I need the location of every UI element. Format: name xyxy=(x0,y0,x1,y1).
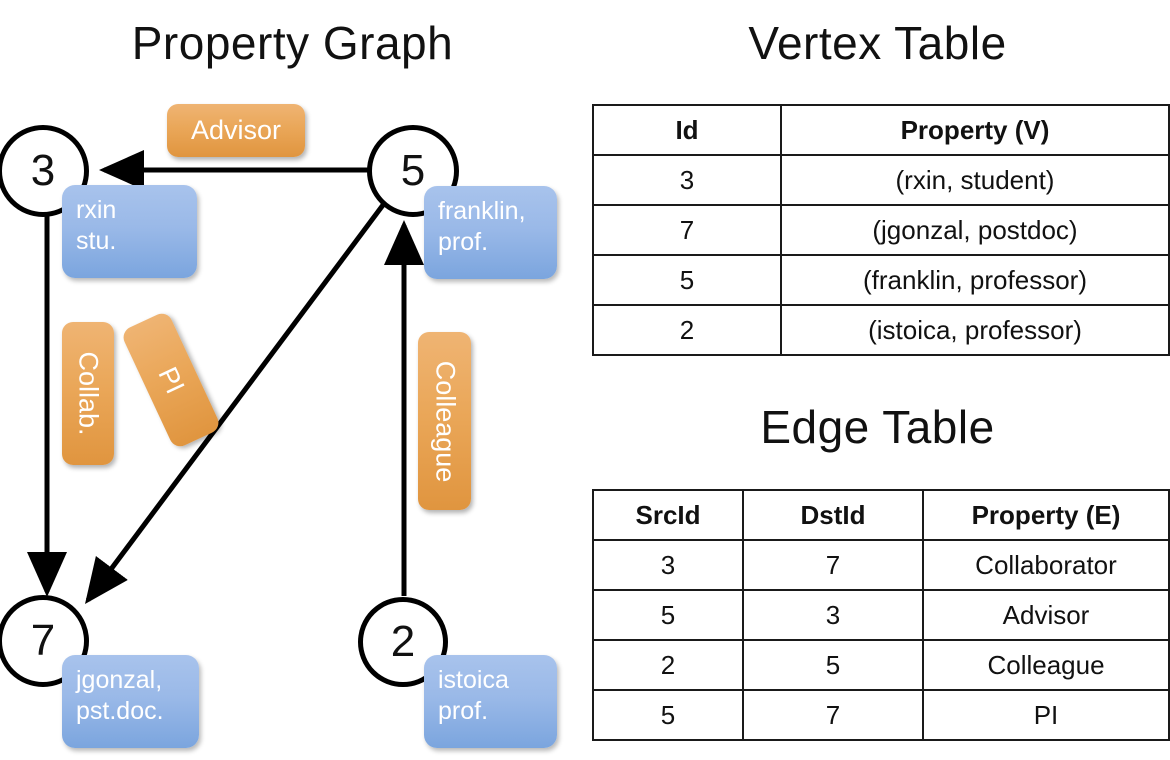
vertex-row-0-property: (rxin, student) xyxy=(780,154,1170,206)
vertex-row-2-property: (franklin, professor) xyxy=(780,254,1170,306)
graph-node-2[interactable]: 2 xyxy=(358,597,448,687)
graph-node-3-label: 3 xyxy=(30,146,56,195)
edge-label-advisor[interactable]: Advisor xyxy=(167,104,305,157)
edge-row-0-dstid: 7 xyxy=(742,539,924,591)
graph-node-2-label: 2 xyxy=(390,617,416,666)
edge-5-to-7 xyxy=(85,203,386,605)
vertex-row-3-id: 2 xyxy=(592,304,782,356)
table-row[interactable]: 2 (istoica, professor) xyxy=(592,304,1170,356)
edge-row-2-dstid: 5 xyxy=(742,639,924,691)
vertex-property-box-istoica[interactable]: istoica prof. xyxy=(424,655,557,748)
table-row[interactable]: 3 7 Collaborator xyxy=(592,539,1170,591)
edge-label-collab[interactable]: Collab. xyxy=(62,322,114,465)
table-row[interactable]: 3 (rxin, student) xyxy=(592,154,1170,206)
vertex-row-2-id: 5 xyxy=(592,254,782,306)
vertex-property-box-rxin[interactable]: rxin stu. xyxy=(62,185,197,278)
edge-label-colleague-text: Colleague xyxy=(430,360,460,482)
vertex-table-title: Vertex Table xyxy=(748,17,1007,69)
vertex-row-0-id: 3 xyxy=(592,154,782,206)
vertex-table-header-property: Property (V) xyxy=(780,104,1170,156)
edge-table: SrcId DstId Property (E) 3 7 Collaborato… xyxy=(592,489,1170,741)
vertex-row-3-property: (istoica, professor) xyxy=(780,304,1170,356)
edge-row-3-dstid: 7 xyxy=(742,689,924,741)
vertex-property-box-jgonzal-line2: pst.doc. xyxy=(76,696,164,725)
graph-node-5[interactable]: 5 xyxy=(367,125,459,217)
vertex-table-header-id: Id xyxy=(592,104,782,156)
edge-row-1-property: Advisor xyxy=(922,589,1170,641)
vertex-property-box-istoica-line2: prof. xyxy=(438,696,489,725)
graph-node-7-label: 7 xyxy=(30,616,56,665)
table-row[interactable]: 7 (jgonzal, postdoc) xyxy=(592,204,1170,256)
vertex-property-box-franklin[interactable]: franklin, prof. xyxy=(424,186,557,279)
property-graph-title: Property Graph xyxy=(131,17,454,69)
property-graph-panel: Property Graph 3 5 7 2 rxin stu. frankli… xyxy=(0,17,557,748)
graph-edges-svg xyxy=(27,150,424,605)
table-row[interactable]: 5 7 PI xyxy=(592,689,1170,741)
edge-row-1-srcid: 5 xyxy=(592,589,744,641)
edge-row-2-srcid: 2 xyxy=(592,639,744,691)
edge-label-colleague[interactable]: Colleague xyxy=(418,332,471,510)
table-row[interactable]: 2 5 Colleague xyxy=(592,639,1170,691)
edge-table-header-property: Property (E) xyxy=(922,489,1170,541)
vertex-property-box-istoica-line1: istoica xyxy=(438,666,509,694)
edge-table-header-srcid: SrcId xyxy=(592,489,744,541)
vertex-row-1-property: (jgonzal, postdoc) xyxy=(780,204,1170,256)
vertex-table-header-row: Id Property (V) xyxy=(592,104,1170,156)
edge-row-3-srcid: 5 xyxy=(592,689,744,741)
vertex-property-box-rxin-line2: stu. xyxy=(76,226,117,255)
edge-label-collab-text: Collab. xyxy=(73,351,104,436)
edge-label-advisor-text: Advisor xyxy=(190,115,282,145)
edge-row-3-property: PI xyxy=(922,689,1170,741)
edge-label-pi-text: PI xyxy=(152,361,191,398)
vertex-row-1-id: 7 xyxy=(592,204,782,256)
graph-node-5-label: 5 xyxy=(400,146,426,195)
edge-row-2-property: Colleague xyxy=(922,639,1170,691)
vertex-property-box-franklin-line1: franklin, xyxy=(438,197,526,225)
table-row[interactable]: 5 3 Advisor xyxy=(592,589,1170,641)
table-row[interactable]: 5 (franklin, professor) xyxy=(592,254,1170,306)
edge-row-0-property: Collaborator xyxy=(922,539,1170,591)
edge-row-0-srcid: 3 xyxy=(592,539,744,591)
vertex-property-box-jgonzal-line1: jgonzal, xyxy=(76,666,163,694)
vertex-property-box-jgonzal[interactable]: jgonzal, pst.doc. xyxy=(62,655,199,748)
edge-table-title: Edge Table xyxy=(760,401,995,453)
vertex-property-box-rxin-line1: rxin xyxy=(76,196,117,224)
edge-table-header-dstid: DstId xyxy=(742,489,924,541)
edge-row-1-dstid: 3 xyxy=(742,589,924,641)
vertex-table: Id Property (V) 3 (rxin, student) 7 (jgo… xyxy=(592,104,1170,356)
edge-table-header-row: SrcId DstId Property (E) xyxy=(592,489,1170,541)
vertex-property-box-franklin-line2: prof. xyxy=(438,227,489,256)
